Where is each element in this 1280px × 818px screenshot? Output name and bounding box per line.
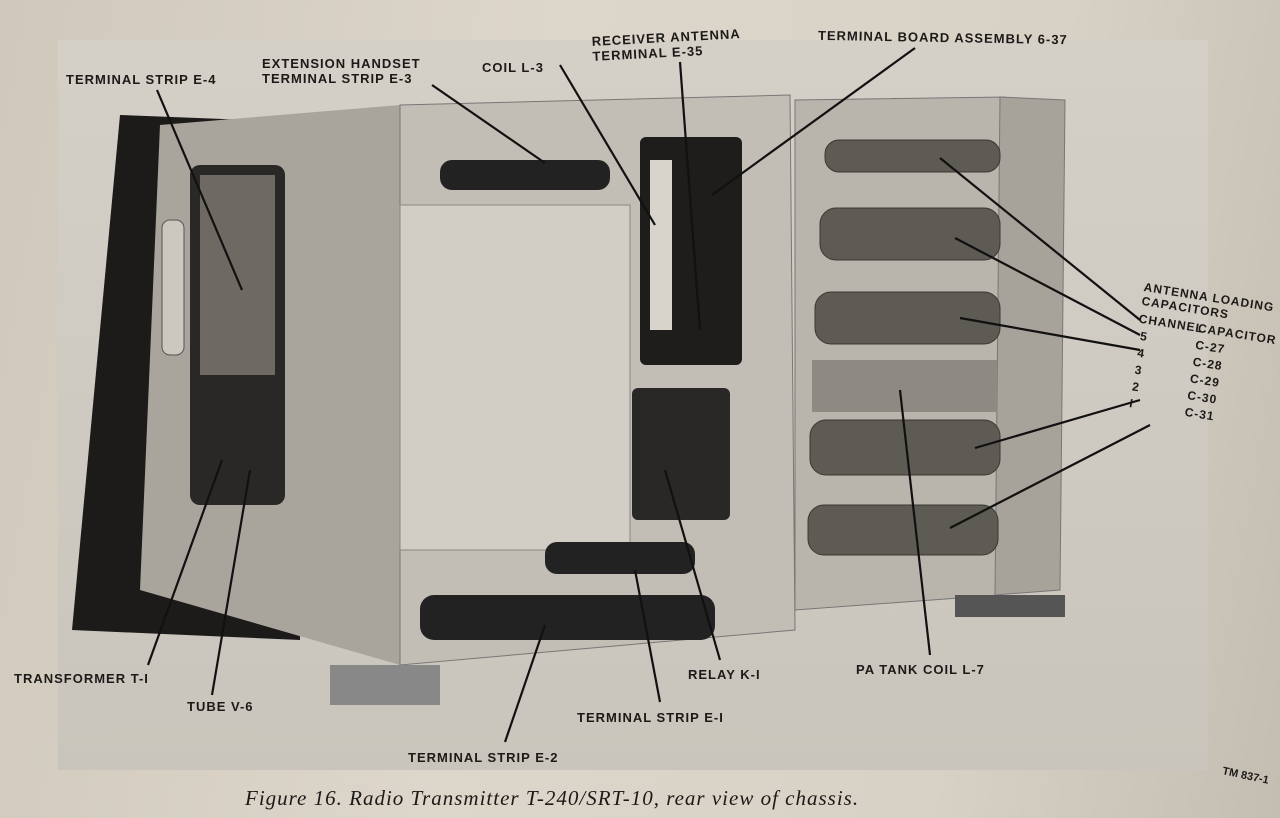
label-relay: RELAY K-I [688, 667, 761, 682]
label-line-2: TERMINAL STRIP E-3 [262, 71, 413, 86]
capacitor-table: ANTENNA LOADING CAPACITORS CHANNEL CAPAC… [1125, 280, 1277, 430]
label-tube: TUBE V-6 [187, 699, 254, 714]
label-line-1: EXTENSION HANDSET [262, 56, 421, 71]
terminal-strip-e3 [440, 160, 610, 190]
figure-caption: Figure 16. Radio Transmitter T-240/SRT-1… [245, 786, 860, 810]
terminal-strip-e1 [545, 542, 695, 574]
pa-tank-coil [812, 360, 997, 412]
label-terminal-strip-e1: TERMINAL STRIP E-I [577, 710, 724, 725]
label-coil-l3: COIL L-3 [482, 60, 544, 75]
label-terminal-strip-e2: TERMINAL STRIP E-2 [408, 750, 559, 765]
label-extension-handset: EXTENSION HANDSET TERMINAL STRIP E-3 [262, 56, 421, 86]
antenna-loading-capacitors [807, 139, 1001, 556]
terminal-strip-e2 [420, 595, 715, 640]
relay-window [632, 388, 730, 520]
leader-lines [146, 47, 1151, 743]
label-terminal-strip-e4: TERMINAL STRIP E-4 [66, 72, 217, 87]
label-transformer: TRANSFORMER T-I [14, 671, 149, 686]
label-pa-tank-coil: PA TANK COIL L-7 [856, 662, 985, 677]
